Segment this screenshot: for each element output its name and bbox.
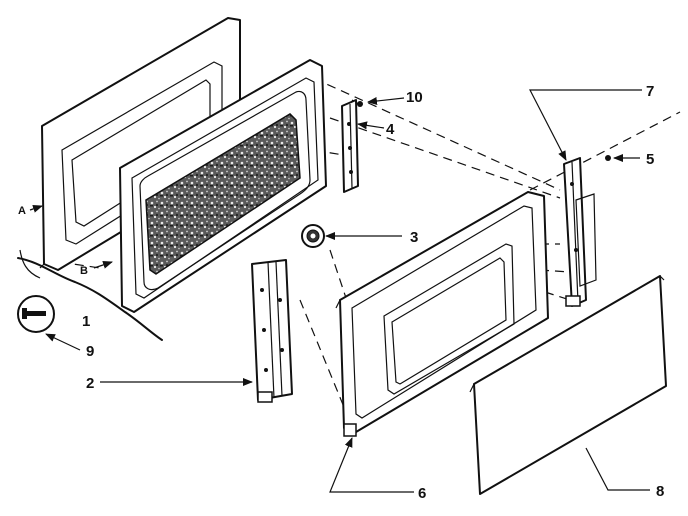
label-1: 1 xyxy=(82,313,90,330)
part-8-back-panel xyxy=(469,275,667,495)
part-9-screw xyxy=(17,295,55,333)
label-4: 4 xyxy=(386,121,395,138)
label-5: 5 xyxy=(646,151,654,168)
part-labels: A B 1 9 2 3 10 4 7 5 6 8 xyxy=(18,83,664,502)
part-7-right-hinge xyxy=(563,157,597,307)
label-10: 10 xyxy=(406,89,423,106)
label-9: 9 xyxy=(86,343,94,360)
label-a: A xyxy=(18,205,26,217)
part-3-grommet xyxy=(301,224,325,248)
part-1-door-wrap xyxy=(17,249,163,341)
label-b: B xyxy=(80,265,88,277)
label-7: 7 xyxy=(646,83,654,100)
label-3: 3 xyxy=(410,229,418,246)
label-8: 8 xyxy=(656,483,664,500)
label-6: 6 xyxy=(418,485,426,502)
part-5-screw xyxy=(605,155,611,161)
part-2-long-hinge xyxy=(251,259,293,403)
part-6-door-front-panel xyxy=(335,191,549,437)
part-4-hinge-bracket xyxy=(341,99,359,193)
part-b-inner-door-window xyxy=(119,59,327,313)
label-2: 2 xyxy=(86,375,94,392)
leader-lines xyxy=(29,89,650,493)
